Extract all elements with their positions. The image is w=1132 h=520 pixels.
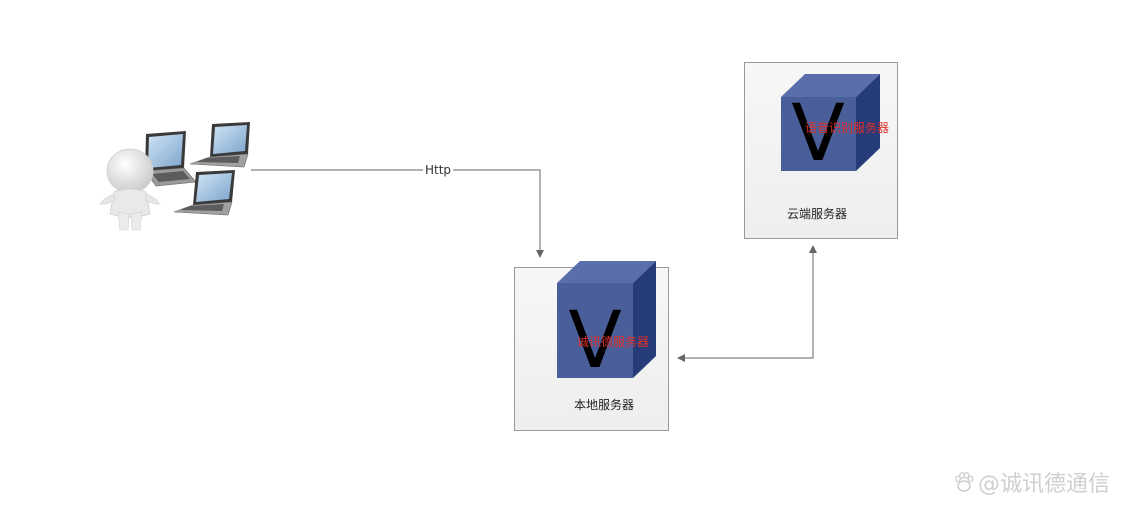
cube-letter: V (791, 89, 844, 179)
edge-local-to-cloud (677, 245, 817, 362)
edge-client-to-local: Http (251, 162, 544, 258)
local-server-label: 本地服务器 (574, 397, 634, 412)
laptop-icon (173, 170, 235, 216)
person-icon (99, 148, 161, 231)
watermark-text: @诚讯德通信 (977, 472, 1110, 497)
paw-icon (955, 472, 974, 492)
server-cube-icon: V 语音识别服务器 (781, 74, 889, 179)
client-group (99, 122, 250, 231)
cube-letter: V (568, 296, 621, 386)
watermark: @诚讯德通信 (952, 466, 1110, 498)
laptop-icon (189, 122, 250, 168)
laptop-icon (144, 131, 197, 187)
edge-label-http: Http (425, 163, 451, 177)
server-cube-icon: V 诚讯德服务器 (557, 261, 656, 386)
cube-overlay-text: 语音识别服务器 (805, 120, 889, 135)
local-server-node[interactable]: V 诚讯德服务器 本地服务器 (514, 261, 669, 431)
cloud-server-node[interactable]: V 语音识别服务器 云端服务器 (744, 62, 898, 239)
cloud-server-label: 云端服务器 (787, 206, 847, 221)
cube-overlay-text: 诚讯德服务器 (577, 334, 649, 349)
